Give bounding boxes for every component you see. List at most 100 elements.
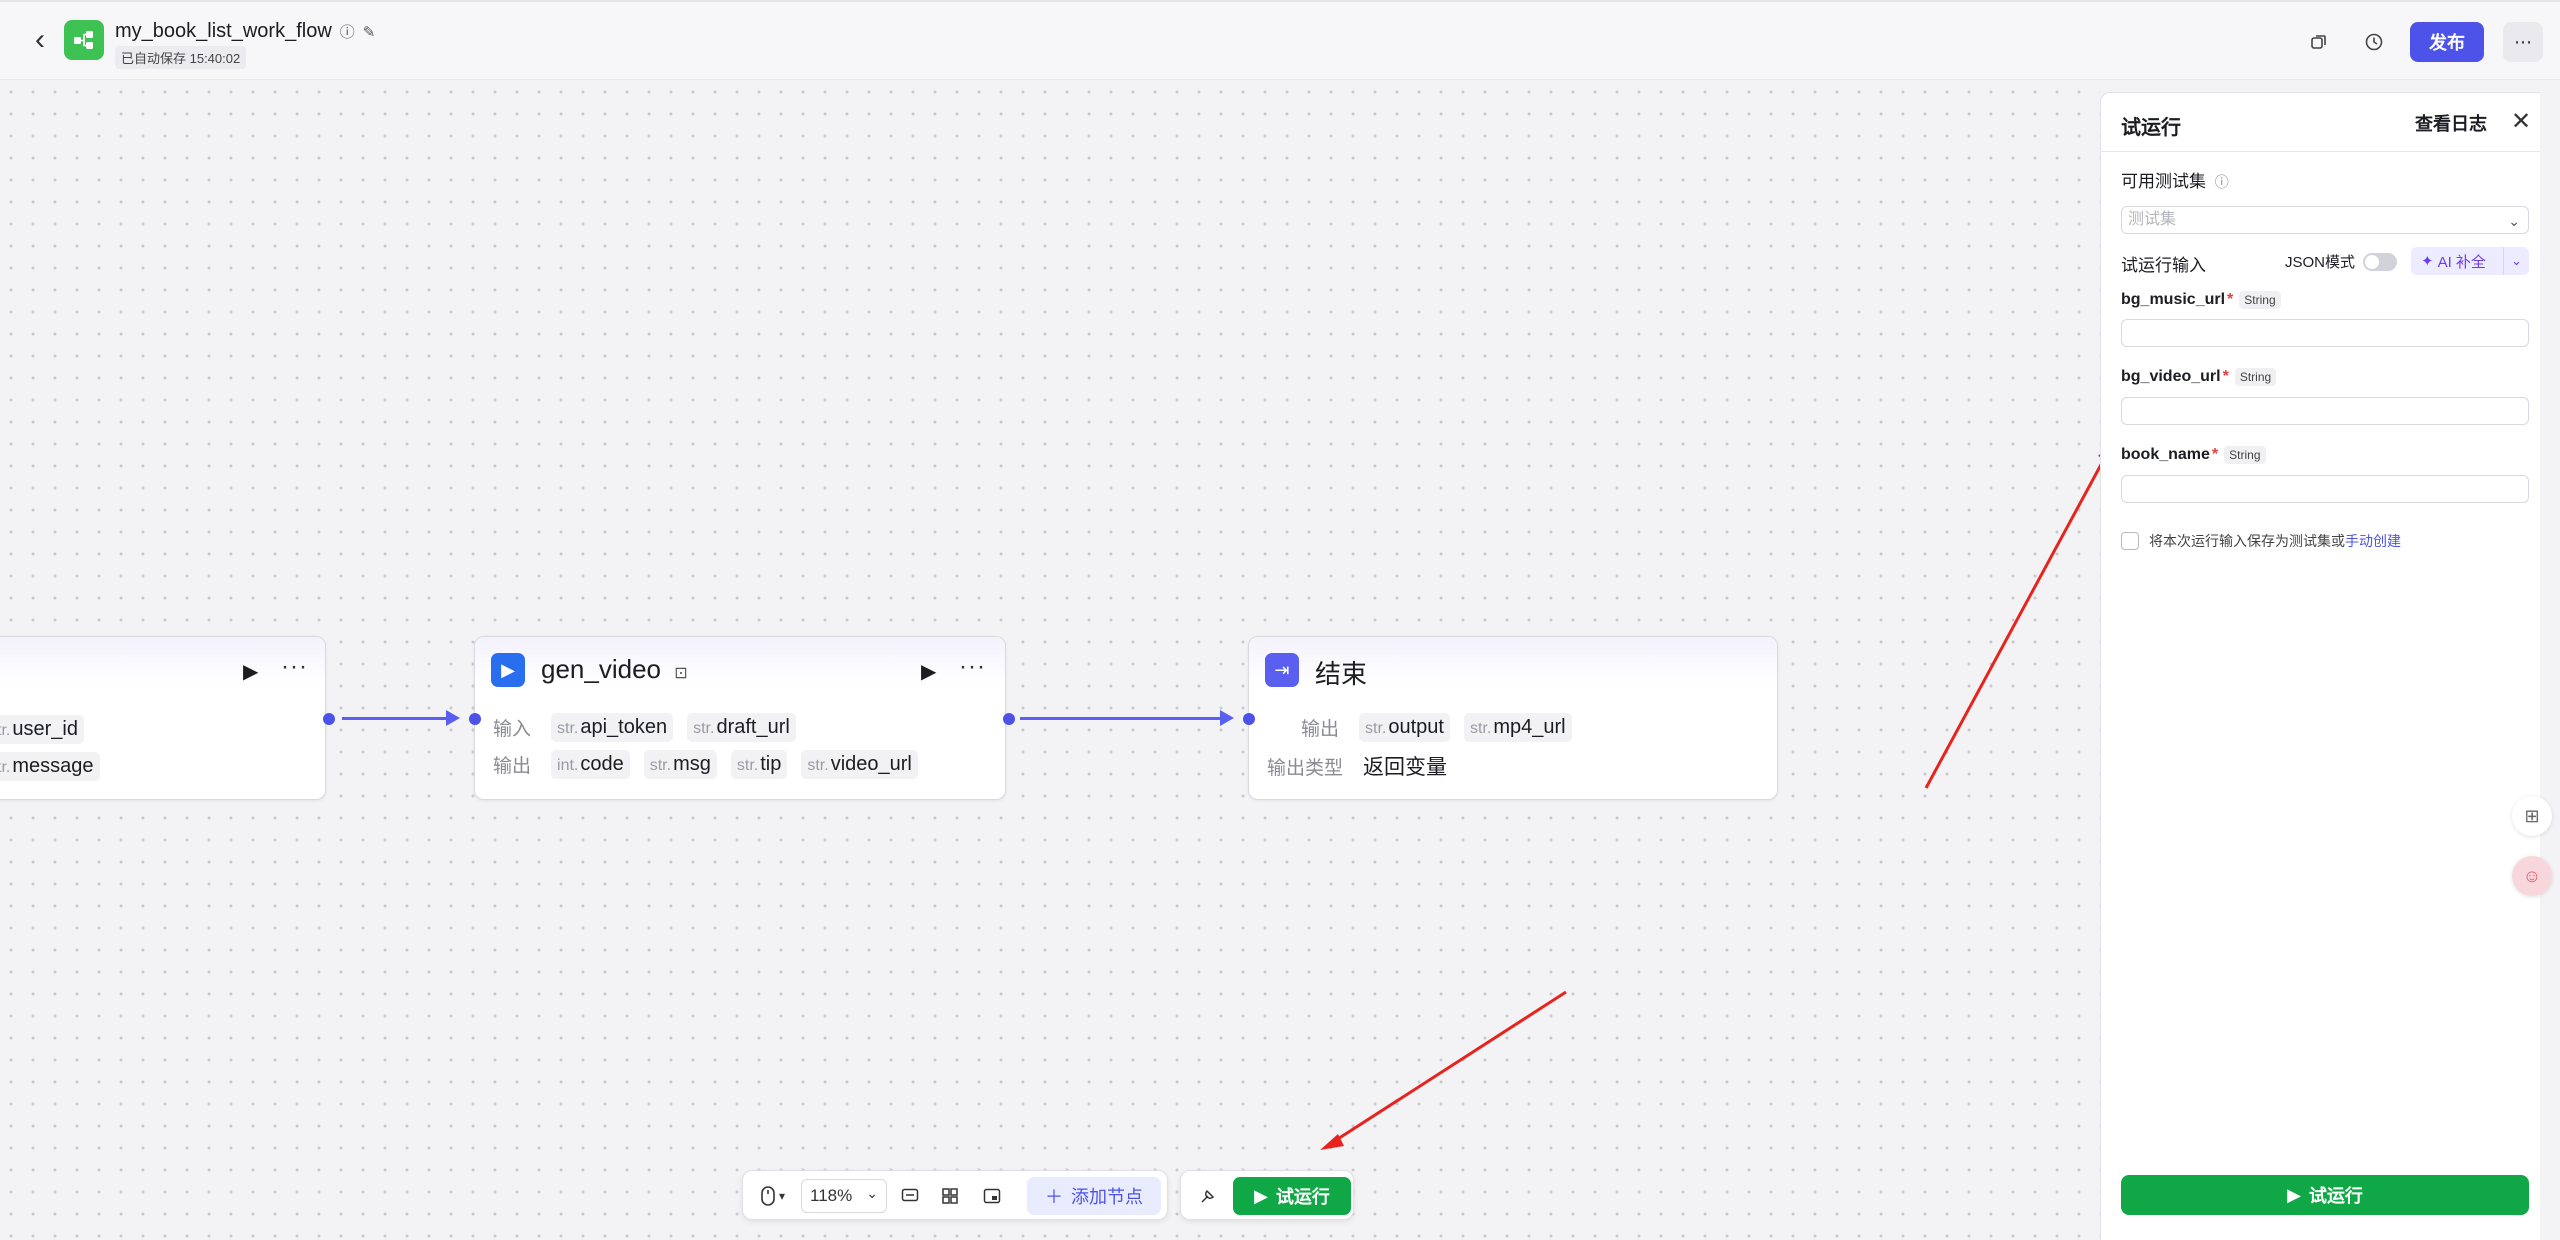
minimap-icon[interactable] [977,1181,1007,1211]
field-tag: str.message [0,752,100,781]
field-label-bg-video-url: bg_video_url* String [2121,368,2277,386]
node-header [0,637,325,687]
chevron-down-icon: ⌄ [2508,213,2520,229]
history-icon[interactable] [2360,28,2388,56]
save-testset-text: 将本次运行输入保存为测试集或 [2149,533,2345,549]
json-mode-toggle[interactable] [2363,252,2398,271]
assistant-avatar[interactable]: ☺ [2512,856,2552,896]
view-log-button[interactable]: 查看日志 [2415,114,2487,134]
testset-label: 可用测试集 ⓘ [2121,172,2229,191]
edge-start-to-gen-video[interactable] [342,710,460,726]
plugin-badge-icon: ⊡ [674,665,688,682]
autosave-status: 已自动保存 15:40:02 [115,46,247,69]
node-title: 结束 [1315,659,1368,689]
end-node[interactable]: ⇥ 结束 输出 str.output str.mp4_url 输出类型 返回变量 [1248,636,1778,800]
panel-divider [2101,151,2540,152]
bg-music-url-input[interactable] [2121,319,2529,347]
workflow-logo-icon [74,31,93,49]
chevron-down-icon[interactable]: ⌄ [2503,247,2529,275]
end-icon: ⇥ [1265,653,1299,687]
node-more-icon[interactable]: ··· [959,653,986,680]
panel-test-run-label: 试运行 [2308,1186,2363,1206]
workflow-title-text: my_book_list_work_flow [115,20,332,42]
canvas-toolbar: ▾ 118% ⌄ ＋ 添加节点 [742,1170,1168,1220]
type-badge: String [2224,446,2266,464]
info-icon[interactable]: ⓘ [2214,174,2229,190]
chevron-down-icon: ⌄ [866,1185,878,1201]
field-tag: str.mp4_url [1463,713,1572,742]
output-type-value: 返回变量 [1363,756,1448,779]
more-options-icon[interactable]: ⋯ [2503,22,2543,62]
workflow-canvas[interactable] [0,81,2100,1240]
node-output-type-row: 输出类型 返回变量 [1267,751,1447,781]
test-input-label: 试运行输入 [2121,256,2206,275]
panel-test-run-button[interactable]: ▶ 试运行 [2121,1175,2529,1215]
test-run-panel: 试运行 查看日志 ✕ 可用测试集 ⓘ 测试集 ⌄ 试运行输入 JSON模式 ✦ … [2100,92,2540,1240]
add-node-label: 添加节点 [1071,1187,1143,1207]
field-tag: str.api_token [551,713,674,742]
field-tag: str.draft_url [687,713,796,742]
run-toolbar: ▶ 试运行 [1180,1170,1354,1220]
play-icon: ▶ [1254,1185,1268,1206]
manual-create-link[interactable]: 手动创建 [2345,533,2401,549]
output-port[interactable] [323,713,335,725]
testset-placeholder: 测试集 [2128,211,2177,228]
debug-tool-icon[interactable] [1193,1181,1223,1211]
node-more-icon[interactable]: ··· [281,653,308,680]
input-port[interactable] [469,713,481,725]
field-label-bg-music-url: bg_music_url* String [2121,291,2281,309]
save-testset-checkbox[interactable] [2121,532,2139,550]
json-mode-label: JSON模式 [2285,254,2356,271]
field-tag: str.output [1359,713,1450,742]
input-port[interactable] [1243,713,1255,725]
testset-select[interactable]: 测试集 ⌄ [2121,206,2529,234]
run-node-icon[interactable]: ▶ [921,661,937,683]
node-field-row: str.user_id [0,715,84,744]
node-header [475,637,1005,687]
plugin-store-icon[interactable]: ⊞ [2512,796,2552,836]
info-icon[interactable]: ⓘ [339,24,355,41]
video-plugin-icon: ▶ [491,653,525,687]
node-header [1249,637,1777,687]
comment-icon[interactable] [895,1181,925,1211]
mouse-mode-icon[interactable]: ▾ [753,1181,793,1211]
play-icon: ▶ [2287,1184,2301,1205]
book-name-input[interactable] [2121,475,2529,503]
panel-title: 试运行 [2121,117,2181,139]
zoom-value: 118% [810,1186,853,1205]
test-run-label: 试运行 [1275,1187,1330,1207]
output-label: 输出 [1301,719,1340,740]
workflow-title: my_book_list_work_flow ⓘ ✎ [115,20,375,43]
ai-fill-label: AI 补全 [2437,253,2486,271]
field-tag: str.tip [730,750,788,779]
bg-video-url-input[interactable] [2121,397,2529,425]
add-node-button[interactable]: ＋ 添加节点 [1027,1177,1161,1215]
test-run-button[interactable]: ▶ 试运行 [1233,1177,1351,1215]
start-node[interactable]: ▶ ··· str.user_id str.message [0,636,326,800]
run-node-icon[interactable]: ▶ [243,661,259,683]
output-port[interactable] [1003,713,1015,725]
edit-icon[interactable]: ✎ [362,23,376,41]
node-field-row: str.message [0,752,100,781]
output-type-label: 输出类型 [1267,757,1344,779]
output-label: 输出 [493,756,532,777]
back-icon[interactable]: ‹ [35,23,45,56]
gen-video-node[interactable]: ▶ gen_video ⊡ ▶ ··· 输入 str.api_token str… [474,636,1006,800]
input-label: 输入 [493,719,532,740]
field-tag: str.user_id [0,715,84,744]
top-header: ‹ my_book_list_work_flow ⓘ ✎ 已自动保存 15:40… [0,0,2560,80]
ai-fill-button[interactable]: ✦ AI 补全 ⌄ [2411,247,2529,275]
field-tag: str.msg [643,750,717,779]
zoom-select[interactable]: 118% ⌄ [801,1179,887,1213]
workflow-logo [64,20,104,60]
type-badge: String [2234,368,2277,386]
type-badge: String [2239,291,2281,309]
publish-button[interactable]: 发布 [2410,22,2484,62]
layout-icon[interactable] [935,1181,965,1211]
json-mode-switch[interactable]: JSON模式 [2285,251,2398,272]
save-as-testset-row: 将本次运行输入保存为测试集或手动创建 [2121,531,2401,551]
copy-icon[interactable] [2305,28,2333,56]
field-tag: str.video_url [801,750,918,779]
edge-gen-video-to-end[interactable] [1020,710,1234,726]
close-icon[interactable]: ✕ [2511,108,2532,135]
